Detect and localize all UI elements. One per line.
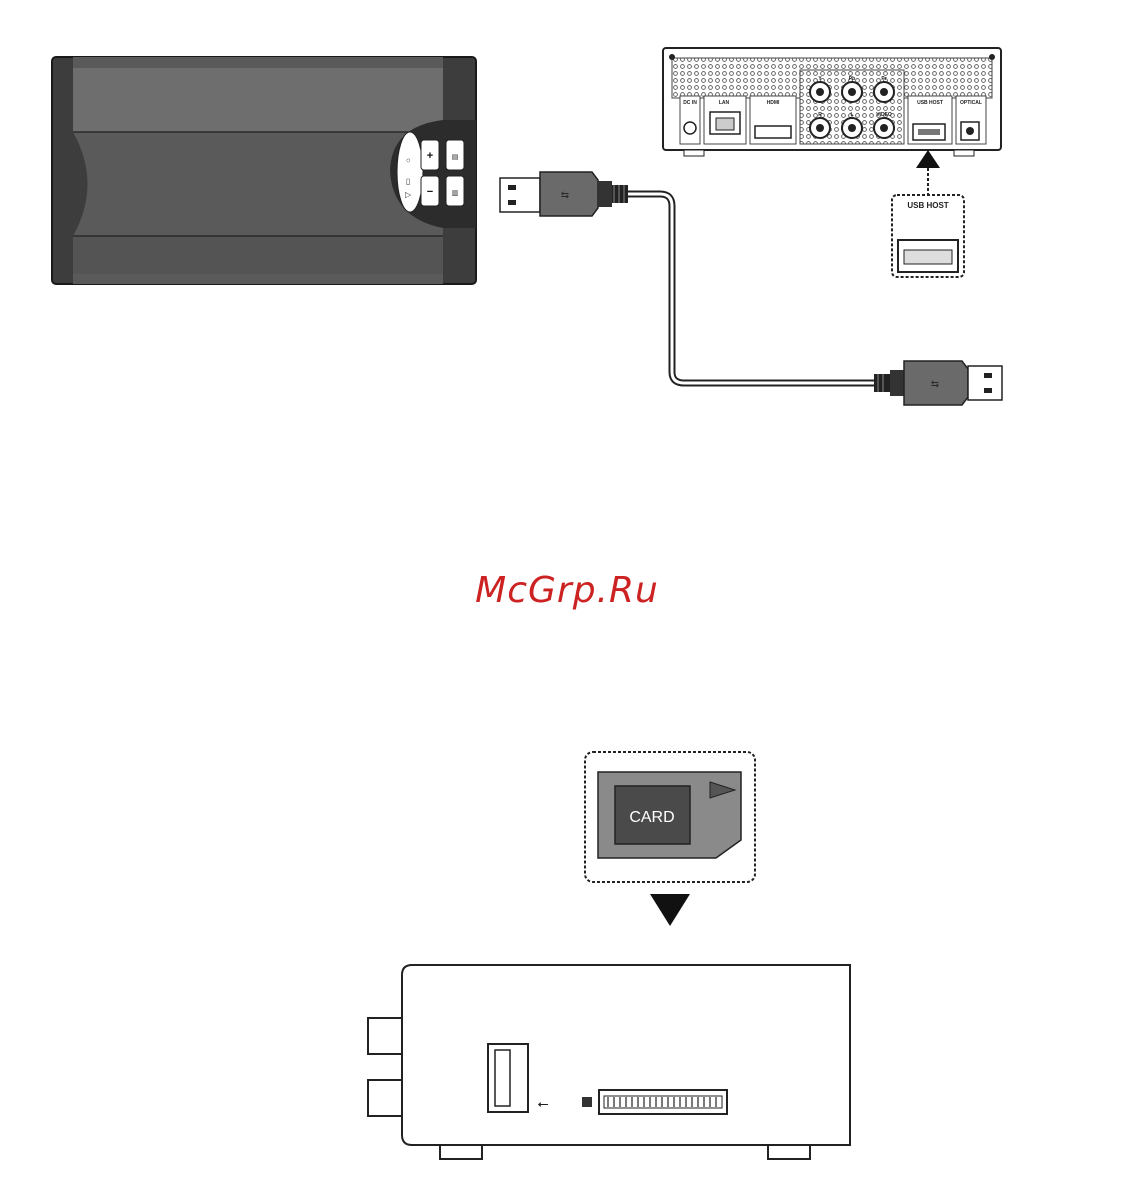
label-lan: LAN [719, 100, 730, 106]
usb-host-callout: USB HOST [892, 195, 964, 277]
usb-host-label: USB HOST [907, 201, 948, 210]
svg-text:−: − [427, 186, 433, 198]
label-hdmi: HDMI [767, 100, 780, 106]
label-video: VIDEO [876, 112, 892, 118]
label-dc-in: DC IN [683, 100, 697, 106]
card-label: CARD [629, 809, 674, 826]
label-l: L [850, 112, 853, 118]
label-usb-host-small: USB HOST [917, 100, 943, 106]
media-player-rear: LAN HDMI USB HOST OPTICAL DC IN Y Pb Pr … [663, 48, 1001, 156]
svg-text:▥: ▥ [452, 190, 459, 197]
svg-text:▤: ▤ [452, 154, 459, 161]
watermark: McGrp.Ru [0, 570, 1134, 611]
svg-text:⇆: ⇆ [561, 190, 569, 201]
label-r: R [818, 112, 822, 118]
media-player-side: ⭠ [368, 965, 850, 1159]
label-optical: OPTICAL [960, 100, 982, 106]
svg-text:○: ○ [404, 158, 413, 163]
svg-text:△: △ [404, 192, 413, 199]
usb-icon: ⭠ [537, 1096, 548, 1112]
card-slot-indicator [582, 1097, 592, 1107]
arrow-up-icon [916, 150, 940, 194]
external-hdd: ○ ▭ △ + − ▤ ▥ [52, 57, 476, 284]
label-pb: Pb [849, 76, 855, 82]
svg-text:⇆: ⇆ [931, 379, 939, 390]
svg-text:▭: ▭ [404, 178, 413, 186]
label-pr: Pr [881, 76, 886, 82]
arrow-down-icon [650, 894, 690, 926]
svg-text:+: + [427, 150, 433, 162]
card-callout: CARD [585, 752, 755, 882]
